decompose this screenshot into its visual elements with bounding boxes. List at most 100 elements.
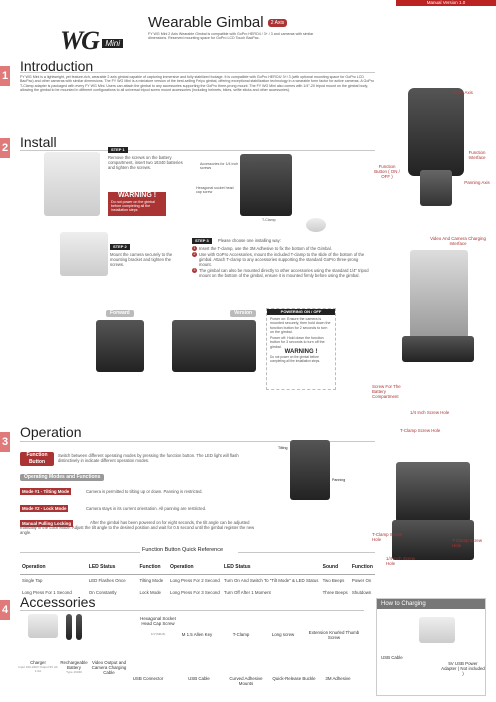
step1-label: STEP 1 xyxy=(108,147,128,153)
long-screw-label: Long screw xyxy=(271,632,295,637)
gimbal-image xyxy=(408,88,464,176)
tilting-label: Tilting xyxy=(278,446,288,450)
install-heading: Install xyxy=(20,134,57,150)
operation-gimbal-image xyxy=(290,440,330,500)
header-intro: FY WG Mini 2 Axis Wearable Gimbal is com… xyxy=(148,32,314,41)
section-number-2: 2 xyxy=(0,138,10,158)
manual-locking-label: Manual Pulling Locking xyxy=(20,520,74,527)
usb-connector-label: USB Connector xyxy=(132,676,164,681)
manual-locking-text: After the gimbal has been powered on for… xyxy=(20,520,255,535)
section-number-4: 4 xyxy=(0,600,10,620)
charger-sublabel: Input 100-240V Output 5V 2A 1.0A xyxy=(18,665,58,673)
hex-socket-label: Hexagonal socket head cap screw xyxy=(196,186,234,195)
hex-screw-sublabel: 1/4"(M6x6) xyxy=(150,632,166,636)
t-clamp-screw-label-3: T-Clamp Screw Hole xyxy=(452,538,483,549)
battery-image xyxy=(44,152,100,216)
operation-heading: Operation xyxy=(20,424,82,440)
adhesive-mounts-label: Curved Adhesive Mounts xyxy=(229,676,263,686)
charger-label: Charger xyxy=(30,660,46,665)
video-charging-label: Video And Camera Charging Interface xyxy=(430,236,486,247)
quarter-inch-screw-label-2: 1/4 Inch Screw Hole xyxy=(386,556,416,567)
step2-label: STEP 2 xyxy=(110,244,130,250)
introduction-heading: Introduction xyxy=(20,58,94,74)
title-badge: 2 Axis xyxy=(267,19,288,27)
quick-release-label: Quick-Release Buckle xyxy=(272,676,316,681)
divider xyxy=(20,150,375,151)
charging-panel: How to Charging USB Cable 5V USB Power A… xyxy=(376,598,486,696)
battery-item-image xyxy=(76,614,82,640)
accessories-for-label: Accessories for 1/4 inch screws xyxy=(200,162,239,171)
power-off-text: Power off: Hold down the function button… xyxy=(270,336,325,349)
bottom-gimbal-base xyxy=(392,520,474,560)
section-number-1: 1 xyxy=(0,66,10,86)
accessories-heading: Accessories xyxy=(20,594,96,610)
clamp-image xyxy=(306,218,326,232)
item-number: 2 xyxy=(192,252,197,257)
t-clamp-label: T-Clamp xyxy=(232,632,250,637)
warning2-text: Do not power on the gimbal before comple… xyxy=(270,355,321,364)
function-button-pill: Function Button xyxy=(20,452,54,466)
bottom-gimbal-image xyxy=(396,462,470,522)
gimbal-handle xyxy=(420,170,452,206)
video-cable-label: Video Output and Camera Charging Cable xyxy=(91,660,127,675)
power-on-text: Power on: Ensure the camera is mounted s… xyxy=(270,317,331,334)
panning-axis-label: Panning Axis xyxy=(464,180,490,185)
forward-label: Forward xyxy=(106,310,134,317)
3m-adhesive-label: 3M Adhesive xyxy=(325,676,351,681)
warning-text: Do not power on the gimbal before comple… xyxy=(111,200,155,213)
screw-battery-label: Screw For The Battery Compartment xyxy=(372,384,401,400)
allen-key-label: M 1.5 Allen Key xyxy=(181,632,213,637)
section-number-3: 3 xyxy=(0,432,10,452)
tilting-axis-label: Tilting Axis xyxy=(452,90,473,95)
function-button-label: Function Button ( ON / OFF ) xyxy=(374,164,400,180)
t-clamp-screw-label-2: T-Clamp Screw Hole xyxy=(372,532,403,543)
warning2-title: WARNING ! xyxy=(284,349,318,356)
t-clamp-screw-label: T-Clamp Screw Hole xyxy=(400,428,441,433)
warning-title: WARNING ! xyxy=(117,192,157,199)
battery-sublabel: Type 16340 xyxy=(66,670,82,674)
divider xyxy=(20,552,140,553)
step3-label: STEP 3 xyxy=(192,238,212,244)
modes-heading: Operating Modes and Functions xyxy=(20,474,105,481)
panning-label: Panning xyxy=(332,478,346,482)
version-label: Version xyxy=(230,310,257,317)
divider xyxy=(20,441,375,442)
usb-cable-charging-label: USB Cable xyxy=(381,655,403,660)
divider xyxy=(20,610,364,611)
divider xyxy=(20,72,375,73)
mode2-text: Camera stays in its current orientation.… xyxy=(86,506,207,511)
item-number: 1 xyxy=(192,246,197,251)
side-gimbal-base xyxy=(402,336,474,362)
power-adapter-label: 5V USB Power Adapter ( Not included ) xyxy=(441,661,485,676)
mount-image xyxy=(60,232,108,276)
quarter-inch-screw-label: 1/4 Inch Screw Hole xyxy=(410,410,450,415)
mode1-text: Camera is permitted to tilting up or dow… xyxy=(86,489,203,494)
install-gimbal-image xyxy=(240,154,292,216)
usb-cable-label: USB Cable xyxy=(188,676,210,681)
logo-main: WG xyxy=(60,26,100,55)
thumb-screw-label: Extension Knurled Thumb Screw xyxy=(308,630,360,640)
function-interface-label: Function Interface xyxy=(468,150,486,161)
charger-image xyxy=(28,614,58,638)
logo: WG Mini xyxy=(60,26,140,55)
function-text: Switch between different operating modes… xyxy=(58,453,239,463)
battery-label: Rechargeable Battery xyxy=(60,660,88,670)
logo-sub: Mini xyxy=(102,39,124,48)
item-number: 3 xyxy=(192,268,197,273)
forward-image xyxy=(96,320,144,372)
version-image xyxy=(172,320,256,372)
hex-screw-label: Hexagonal Socket Head Cap Screw xyxy=(140,616,176,626)
charger-dock-image xyxy=(419,617,455,643)
introduction-body: FY WG Mini is a lightweight, yet feature… xyxy=(20,75,374,92)
charging-title: How to Charging xyxy=(377,599,485,609)
step3-title: Please choose one installing way: xyxy=(218,238,281,243)
